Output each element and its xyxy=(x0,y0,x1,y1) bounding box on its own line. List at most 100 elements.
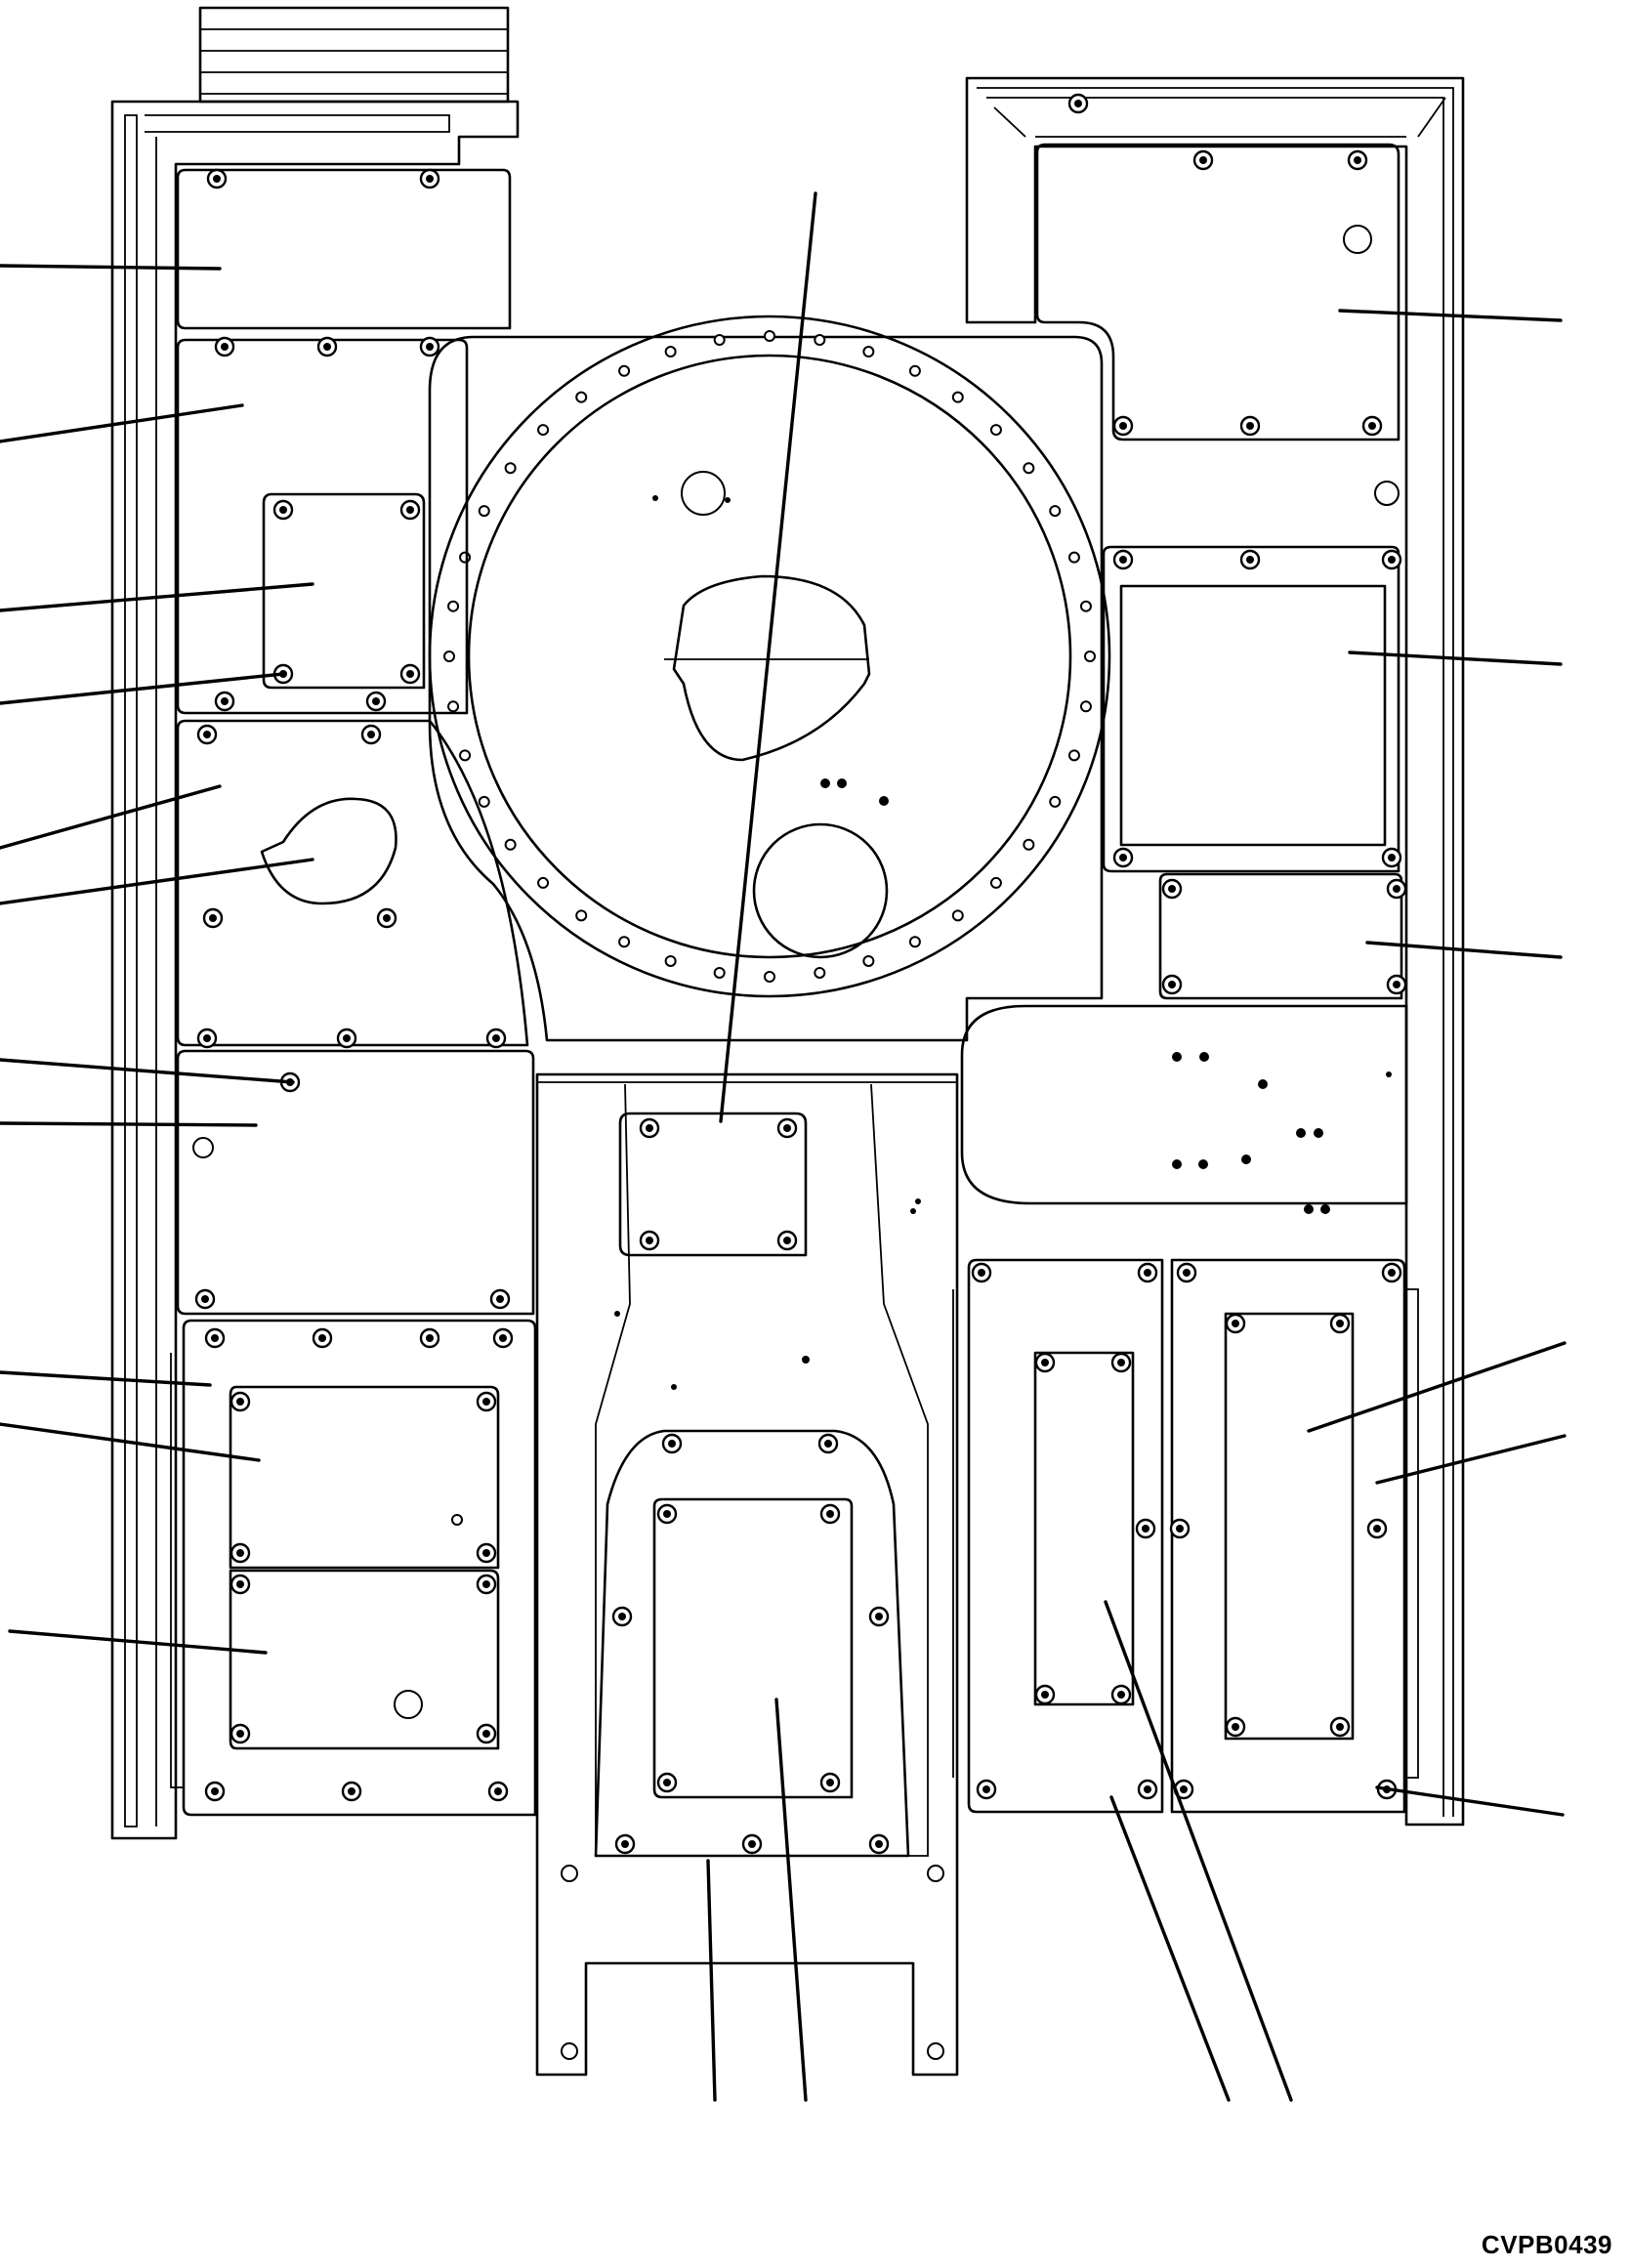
ring-hole xyxy=(459,749,472,762)
bolt xyxy=(1225,1313,1246,1334)
flywheel-ring-holes xyxy=(443,330,1096,983)
bolt xyxy=(365,691,387,712)
bolt xyxy=(1347,149,1368,171)
bolt xyxy=(1169,1518,1191,1539)
bolt xyxy=(194,1288,216,1310)
ring-hole xyxy=(618,364,631,377)
bolt xyxy=(360,724,382,745)
center-housing xyxy=(428,315,1111,1042)
bolt xyxy=(196,1028,218,1049)
bolt xyxy=(819,1772,841,1793)
bolt xyxy=(196,724,218,745)
bolt xyxy=(614,1833,636,1855)
ring-hole xyxy=(1079,700,1092,713)
ring-hole xyxy=(764,971,775,983)
bolt xyxy=(776,1230,798,1251)
bolt xyxy=(1110,1352,1132,1373)
bolt xyxy=(419,1327,440,1349)
bolt xyxy=(1381,847,1402,868)
bolt xyxy=(476,1391,497,1412)
bolt xyxy=(656,1503,678,1525)
left-panels xyxy=(170,168,537,1817)
leader-lines xyxy=(0,191,1567,2102)
bolt xyxy=(1361,415,1383,437)
bolt xyxy=(1329,1313,1351,1334)
ring-hole xyxy=(814,334,826,347)
bolt xyxy=(971,1262,992,1283)
ring-hole xyxy=(713,966,726,979)
bolt xyxy=(214,691,235,712)
bolt xyxy=(272,499,294,521)
right-panels xyxy=(952,143,1419,1814)
bolt xyxy=(1366,1518,1388,1539)
ring-hole xyxy=(459,551,472,564)
ring-hole xyxy=(1049,505,1062,518)
bolt xyxy=(1192,149,1214,171)
ring-hole xyxy=(1084,651,1096,662)
ring-hole xyxy=(537,876,550,889)
bolt xyxy=(230,1542,251,1564)
bolt xyxy=(819,1503,841,1525)
ring-hole xyxy=(814,966,826,979)
bolt xyxy=(1161,878,1183,900)
ring-hole xyxy=(537,424,550,437)
bolt xyxy=(1381,549,1402,570)
center-lower-frame xyxy=(535,1072,959,2077)
drawing-code: CVPB0439 xyxy=(1481,2230,1612,2259)
top-radiator-fins xyxy=(198,6,510,104)
ring-hole xyxy=(575,391,588,403)
bolt xyxy=(202,907,224,929)
bolt xyxy=(485,1028,507,1049)
bolt xyxy=(492,1327,514,1349)
bolt xyxy=(1034,1684,1056,1705)
ring-hole xyxy=(764,330,775,342)
ring-hole xyxy=(575,909,588,922)
bolt xyxy=(230,1723,251,1744)
bolt xyxy=(204,1781,226,1802)
bolt xyxy=(419,168,440,189)
bolt xyxy=(1112,415,1134,437)
ring-hole xyxy=(447,700,460,713)
ring-hole xyxy=(478,795,490,808)
bolt xyxy=(489,1288,511,1310)
ring-hole xyxy=(504,462,517,475)
bolt xyxy=(476,1723,497,1744)
bolt xyxy=(661,1433,683,1454)
bolt xyxy=(639,1230,660,1251)
ring-hole xyxy=(664,346,677,358)
ring-hole xyxy=(504,838,517,851)
bolt xyxy=(1161,974,1183,995)
ring-hole xyxy=(713,334,726,347)
ring-hole xyxy=(478,505,490,518)
ring-hole xyxy=(443,651,455,662)
bolt xyxy=(204,1327,226,1349)
ring-hole xyxy=(989,876,1002,889)
ring-hole xyxy=(1067,749,1080,762)
bolt xyxy=(1110,1684,1132,1705)
panel-bolts xyxy=(194,93,1407,1855)
ring-hole xyxy=(1023,838,1035,851)
ring-hole xyxy=(908,936,921,948)
bolt xyxy=(206,168,228,189)
bolt xyxy=(1034,1352,1056,1373)
ring-hole xyxy=(1067,551,1080,564)
bolt xyxy=(1135,1518,1156,1539)
bolt xyxy=(214,336,235,357)
bolt xyxy=(230,1391,251,1412)
bolt xyxy=(776,1117,798,1139)
ring-hole xyxy=(1079,600,1092,612)
ring-hole xyxy=(862,346,875,358)
bolt xyxy=(476,1574,497,1595)
bolt xyxy=(399,663,421,685)
bolt xyxy=(656,1772,678,1793)
bolt xyxy=(639,1117,660,1139)
bolt xyxy=(1137,1779,1158,1800)
bolt xyxy=(316,336,338,357)
ring-hole xyxy=(664,954,677,967)
bolt xyxy=(1386,878,1407,900)
bolt xyxy=(817,1433,839,1454)
bolt xyxy=(1329,1716,1351,1738)
bolt xyxy=(476,1542,497,1564)
